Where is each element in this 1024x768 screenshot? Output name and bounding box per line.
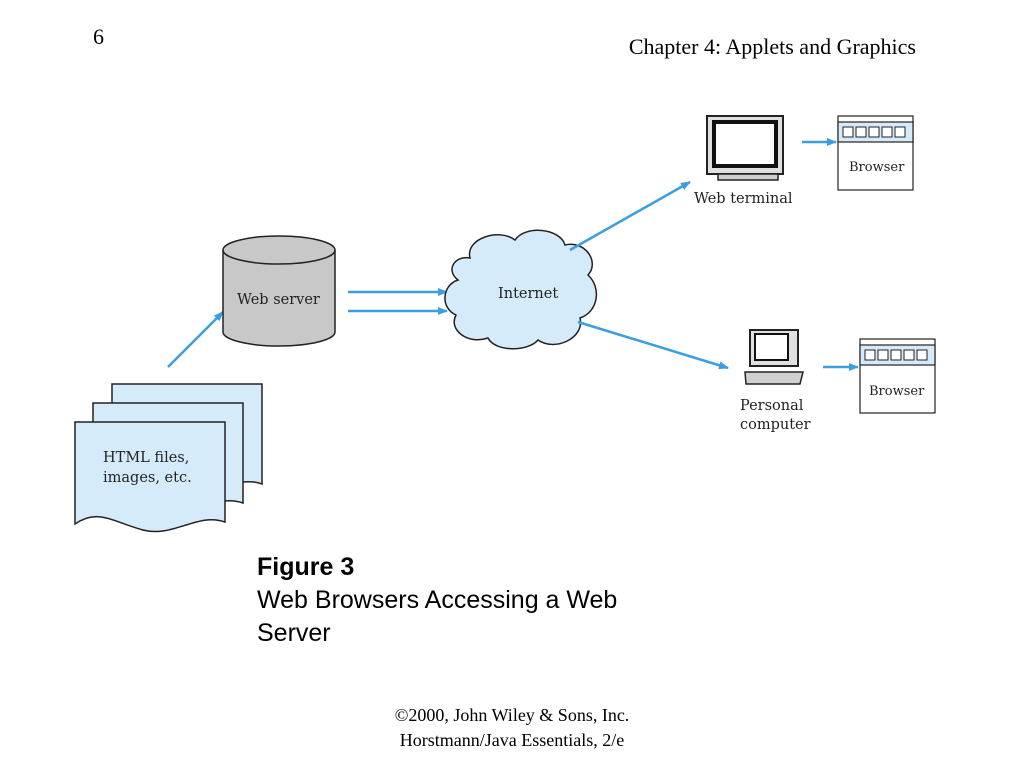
browser-label-bottom: Browser	[869, 384, 925, 399]
html-files-stack: HTML files, images, etc.	[74, 383, 263, 533]
internet-cloud: Internet	[444, 229, 598, 350]
browser-window-top: Browser	[837, 115, 914, 191]
internet-label: Internet	[498, 286, 558, 302]
figure-number: Figure 3	[257, 553, 355, 581]
footer-line1: ©2000, John Wiley & Sons, Inc.	[394, 705, 630, 725]
figure-caption: Figure 3 Web Browsers Accessing a Web Se…	[257, 551, 687, 650]
figure-title: Web Browsers Accessing a Web Server	[257, 586, 618, 647]
web-terminal: Web terminal	[694, 115, 793, 207]
html-files-label-line1: HTML files,	[103, 450, 189, 466]
chapter-title: Chapter 4: Applets and Graphics	[628, 34, 916, 59]
web-server-label: Web server	[237, 292, 320, 308]
footer-line2: Horstmann/Java Essentials, 2/e	[399, 730, 625, 750]
arrow-internet-to-web-terminal	[569, 180, 691, 252]
browser-window-bottom: Browser	[859, 338, 936, 414]
browser-label-top: Browser	[849, 160, 905, 175]
copyright-footer: ©2000, John Wiley & Sons, Inc. Horstmann…	[0, 703, 1024, 753]
page-number: 6	[93, 24, 104, 49]
document-front	[74, 421, 226, 533]
personal-computer-label-line2: computer	[740, 417, 811, 433]
arrow-internet-to-personal-computer	[577, 320, 729, 370]
web-server-cylinder: Web server	[222, 235, 336, 347]
arrow-files-to-server	[167, 311, 224, 368]
html-files-label-line2: images, etc.	[103, 470, 192, 486]
personal-computer-label-line1: Personal	[740, 398, 804, 414]
personal-computer-laptop: Personal computer	[740, 329, 811, 433]
web-terminal-label: Web terminal	[694, 191, 793, 207]
